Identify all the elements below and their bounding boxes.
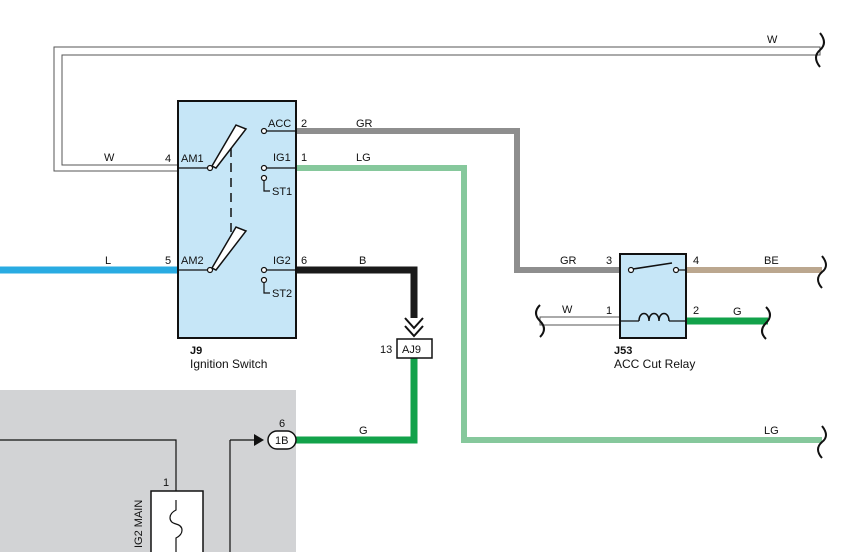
relay-contact-arm xyxy=(632,262,673,270)
ig2-contact xyxy=(260,266,268,274)
wire-label-b: B xyxy=(359,255,366,267)
ig1-pin: 1 xyxy=(301,152,307,164)
st1-contact-line xyxy=(263,178,270,192)
ig2-pin: 6 xyxy=(301,255,307,267)
connector-aj9 xyxy=(396,338,433,359)
connector-1b-pin: 6 xyxy=(279,418,285,430)
acc-contact xyxy=(260,127,268,135)
st1-contact xyxy=(260,174,268,182)
relay-id: J53 xyxy=(614,345,632,357)
wire-label-w-relay: W xyxy=(562,304,573,316)
wire-label-lg-bottom: LG xyxy=(764,425,779,437)
wire-label-l: L xyxy=(105,255,111,267)
fuse-pin: 1 xyxy=(163,477,169,489)
wire-label-g-1b: G xyxy=(359,425,368,437)
acc-label: ACC xyxy=(268,118,291,130)
wire-label-w-top: W xyxy=(767,34,778,46)
wire-gr xyxy=(296,128,620,273)
connector-aj9-pin: 13 xyxy=(380,344,392,356)
wire-label-lg-ig1: LG xyxy=(356,152,371,164)
fuse-body xyxy=(150,490,204,552)
wire-label-w-am1: W xyxy=(104,152,115,164)
relay-contact-right xyxy=(672,266,680,274)
fuse-feed-wire xyxy=(0,439,177,500)
relay-coil xyxy=(638,312,670,322)
ig1-label: IG1 xyxy=(273,152,291,164)
wire-label-be: BE xyxy=(764,255,779,267)
ig1-contact xyxy=(260,164,268,172)
connector-aj9-label: AJ9 xyxy=(402,344,421,356)
wire-break-be xyxy=(817,255,827,289)
wire-label-gr-relay: GR xyxy=(560,255,577,267)
connector-1b-label: 1B xyxy=(275,435,288,447)
acc-pin: 2 xyxy=(301,118,307,130)
wire-b xyxy=(296,266,418,318)
st2-label: ST2 xyxy=(272,288,292,300)
wire-label-g-relay: G xyxy=(733,306,742,318)
relay-pin-4: 4 xyxy=(693,255,699,267)
relay-name: ACC Cut Relay xyxy=(614,357,695,371)
st2-contact-line xyxy=(263,280,270,294)
am2-lever xyxy=(210,226,248,271)
relay-pin-3: 3 xyxy=(606,255,612,267)
am1-pivot xyxy=(206,164,214,172)
wire-break-lg xyxy=(817,425,827,459)
relay-pin-1: 1 xyxy=(606,305,612,317)
am1-label: AM1 xyxy=(181,153,204,165)
relay-contact-left xyxy=(627,266,635,274)
ignition-switch-name: Ignition Switch xyxy=(190,357,267,371)
connector-1b xyxy=(267,430,297,450)
st1-label: ST1 xyxy=(272,186,292,198)
am2-label: AM2 xyxy=(181,255,204,267)
relay-pin-2: 2 xyxy=(693,305,699,317)
wire-lg xyxy=(296,165,822,443)
wire-break-g-relay xyxy=(761,306,771,340)
am1-lever xyxy=(210,124,248,169)
wire-g-main xyxy=(296,358,418,444)
ig2-label: IG2 xyxy=(273,255,291,267)
fuse-name: IG2 MAIN xyxy=(133,500,145,548)
junction-block-area xyxy=(0,390,296,552)
am1-pin: 4 xyxy=(165,153,171,165)
ignition-switch-id: J9 xyxy=(190,345,202,357)
wire-label-gr-acc: GR xyxy=(356,118,373,130)
connector-arrow-aj9 xyxy=(404,317,424,338)
wire-w-relay xyxy=(539,316,621,326)
am2-pin: 5 xyxy=(165,255,171,267)
connector-arrow-1b xyxy=(254,434,264,446)
wire-break-w-top xyxy=(815,32,825,68)
am2-pivot xyxy=(206,266,214,274)
st2-contact xyxy=(260,276,268,284)
fuse-element xyxy=(169,500,183,552)
wire-break-w-relay xyxy=(535,304,545,338)
